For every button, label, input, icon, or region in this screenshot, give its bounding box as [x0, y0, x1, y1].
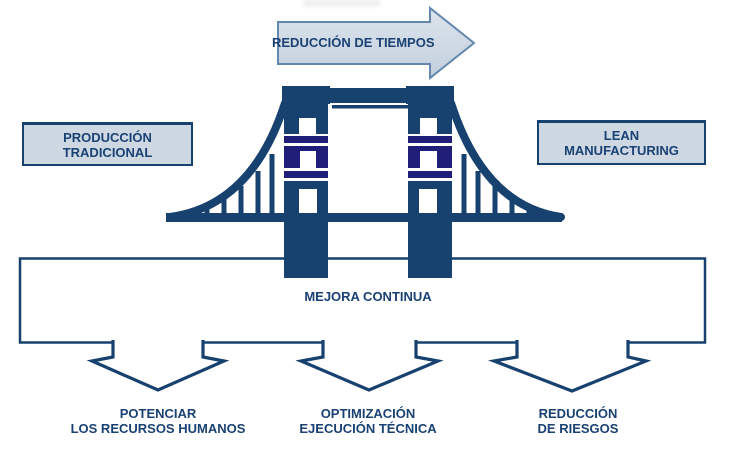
- mejora-continua-label: MEJORA CONTINUA: [304, 289, 432, 304]
- down-arrow-2-icon: [295, 340, 444, 392]
- mejora-continua-band-shape: [18, 257, 707, 344]
- lean-manufacturing-line2: MANUFACTURING: [564, 143, 679, 158]
- traditional-production-line1: PRODUCCIÓN: [63, 129, 152, 145]
- down-arrows: [86, 340, 652, 393]
- tower-windows-navy: [299, 118, 437, 213]
- traditional-production-box: PRODUCCIÓN TRADICIONAL: [22, 122, 193, 166]
- down-arrow-2-fill: [301, 340, 438, 390]
- reduction-time-label: REDUCCIÓN DE TIEMPOS: [272, 35, 435, 50]
- outcome-human-resources-line1: POTENCIAR: [119, 406, 197, 421]
- outcome-human-resources: POTENCIAR LOS RECURSOS HUMANOS: [30, 406, 286, 436]
- lean-manufacturing-box: LEAN MANUFACTURING: [537, 120, 706, 165]
- suspension-bridge-icon: [166, 86, 565, 278]
- down-arrow-1-fill: [92, 340, 224, 390]
- outcome-technical-execution-line1: OPTIMIZACIÓN: [320, 406, 416, 421]
- cropped-text-artifact: [303, 0, 381, 6]
- outcome-technical-execution: OPTIMIZACIÓN EJECUCIÓN TÉCNICA: [268, 406, 468, 436]
- outcome-risk-reduction: REDUCCIÓN DE RIESGOS: [488, 406, 668, 436]
- bridge-suspenders: [204, 154, 532, 216]
- outcome-human-resources-line2: LOS RECURSOS HUMANOS: [70, 421, 246, 436]
- lean-manufacturing-line1: LEAN: [603, 128, 640, 143]
- outcome-risk-reduction-line2: DE RIESGOS: [537, 421, 619, 436]
- reduction-time-arrow-shape: [277, 5, 476, 81]
- outcome-risk-reduction-line1: REDUCCIÓN: [538, 406, 618, 421]
- bridge-towers: [282, 86, 454, 278]
- bridge-cables: [166, 99, 565, 221]
- traditional-production-line2: TRADICIONAL: [62, 144, 153, 160]
- outcome-technical-execution-line2: EJECUCIÓN TÉCNICA: [299, 421, 437, 436]
- down-arrow-3-icon: [488, 340, 652, 393]
- down-arrow-1-icon: [86, 340, 230, 392]
- bridge-deck: [166, 213, 562, 222]
- down-arrow-3-fill: [494, 340, 646, 391]
- tower-windows-purple: [300, 151, 437, 168]
